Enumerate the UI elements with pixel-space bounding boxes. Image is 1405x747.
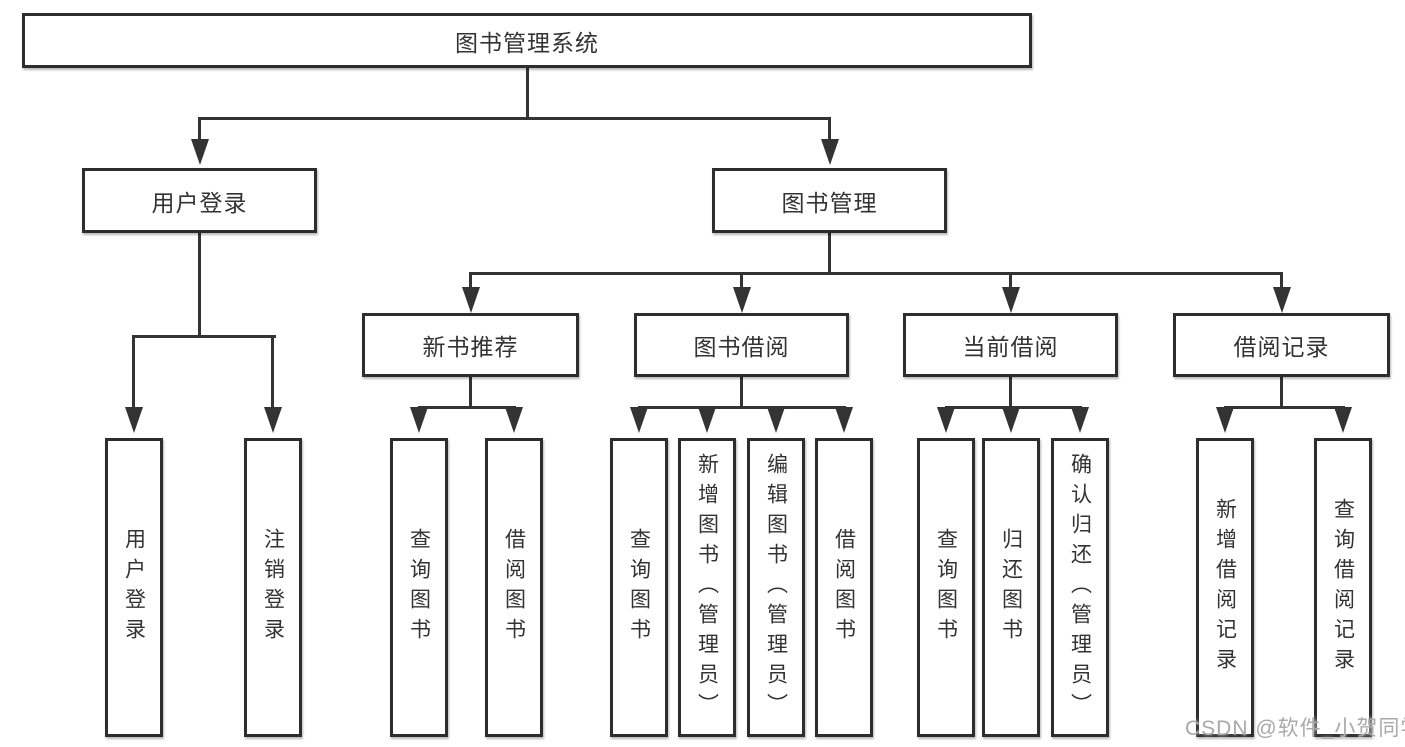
arrowhead-down-icon [733,287,751,313]
leaf-label: 借阅图书 [832,527,856,648]
leaf-user-login: 用户登录 [105,438,163,737]
connector-drop-new-book [469,272,472,289]
node-label: 图书管理系统 [455,29,599,56]
leaf-logout: 注销登录 [244,438,302,737]
leaf-add-borrow-record: 新增借阅记录 [1196,438,1254,737]
connector-book-borrow-split [638,406,846,409]
connector-user-login-split [132,335,276,338]
arrowhead-down-icon [264,407,282,433]
node-current-borrow: 当前借阅 [903,313,1118,377]
connector-root-stem [526,66,529,118]
leaf-query-books-borrow: 查询图书 [610,438,668,737]
leaf-label: 查询图书 [934,527,958,648]
leaf-borrow-books: 借阅图书 [815,438,873,737]
connector-level1-split [198,117,831,120]
node-label: 借阅记录 [1233,334,1330,360]
leaf-label: 新增图书（管理员） [695,452,719,723]
connector-new-book-stem [469,375,472,408]
node-label: 用户登录 [151,189,248,216]
leaf-label: 确认归还（管理员） [1068,452,1092,723]
connector-book-borrow-stem [740,375,743,408]
leaf-label: 新增借阅记录 [1213,497,1237,678]
connector-drop-current-borrow [1009,272,1012,289]
arrowhead-down-icon [630,407,648,433]
arrowhead-down-icon [125,407,143,433]
leaf-confirm-return-admin: 确认归还（管理员） [1051,438,1109,737]
connector-book-management-stem [828,231,831,275]
leaf-label: 编辑图书（管理员） [764,452,788,723]
connector-user-login-stem [198,231,201,338]
leaf-label: 注销登录 [261,527,285,648]
arrowhead-down-icon [1071,407,1089,433]
connector-drop-leaf-logout [271,335,274,409]
leaf-query-books-current: 查询图书 [917,438,975,737]
connector-drop-book-management [828,117,831,141]
arrowhead-down-icon [1273,287,1291,313]
arrowhead-down-icon [1334,407,1352,433]
connector-drop-leaf-user-login [132,335,135,409]
connector-borrow-records-split [1224,406,1345,409]
leaf-edit-book-admin: 编辑图书（管理员） [747,438,805,737]
leaf-label: 查询图书 [407,527,431,648]
connector-new-book-split [418,406,516,409]
arrowhead-down-icon [937,407,955,433]
arrowhead-down-icon [191,139,209,165]
node-book-borrow: 图书借阅 [634,313,849,377]
arrowhead-down-icon [505,407,523,433]
arrowhead-down-icon [821,139,839,165]
arrowhead-down-icon [1216,407,1234,433]
leaf-label: 查询借阅记录 [1331,497,1355,678]
node-book-management: 图书管理 [712,168,947,233]
node-label: 图书管理 [781,189,878,216]
connector-level3-split [469,272,1283,275]
arrowhead-down-icon [410,407,428,433]
arrowhead-down-icon [767,407,785,433]
node-user-login: 用户登录 [82,168,317,233]
node-label: 新书推荐 [422,334,519,360]
connector-borrow-records-stem [1280,375,1283,408]
arrowhead-down-icon [462,287,480,313]
node-label: 当前借阅 [962,334,1059,360]
leaf-query-borrow-record: 查询借阅记录 [1314,438,1372,737]
node-borrow-records: 借阅记录 [1173,313,1390,377]
arrowhead-down-icon [1002,287,1020,313]
connector-drop-book-borrow [740,272,743,289]
connector-drop-borrow-records [1280,272,1283,289]
connector-current-borrow-stem [1009,375,1012,408]
node-library-management-system: 图书管理系统 [22,13,1032,68]
leaf-return-book: 归还图书 [982,438,1040,737]
leaf-label: 查询图书 [627,527,651,648]
leaf-label: 借阅图书 [502,527,526,648]
leaf-add-book-admin: 新增图书（管理员） [678,438,736,737]
leaf-borrow-books-recommend: 借阅图书 [485,438,543,737]
leaf-label: 归还图书 [999,527,1023,648]
arrowhead-down-icon [698,407,716,433]
leaf-query-books-recommend: 查询图书 [390,438,448,737]
arrowhead-down-icon [1002,407,1020,433]
node-new-book-recommend: 新书推荐 [362,313,579,377]
leaf-label: 用户登录 [122,527,146,648]
arrowhead-down-icon [835,407,853,433]
node-label: 图书借阅 [693,334,790,360]
connector-drop-user-login [198,117,201,141]
csdn-watermark: CSDN @软件_小贺同学 [1185,717,1405,740]
